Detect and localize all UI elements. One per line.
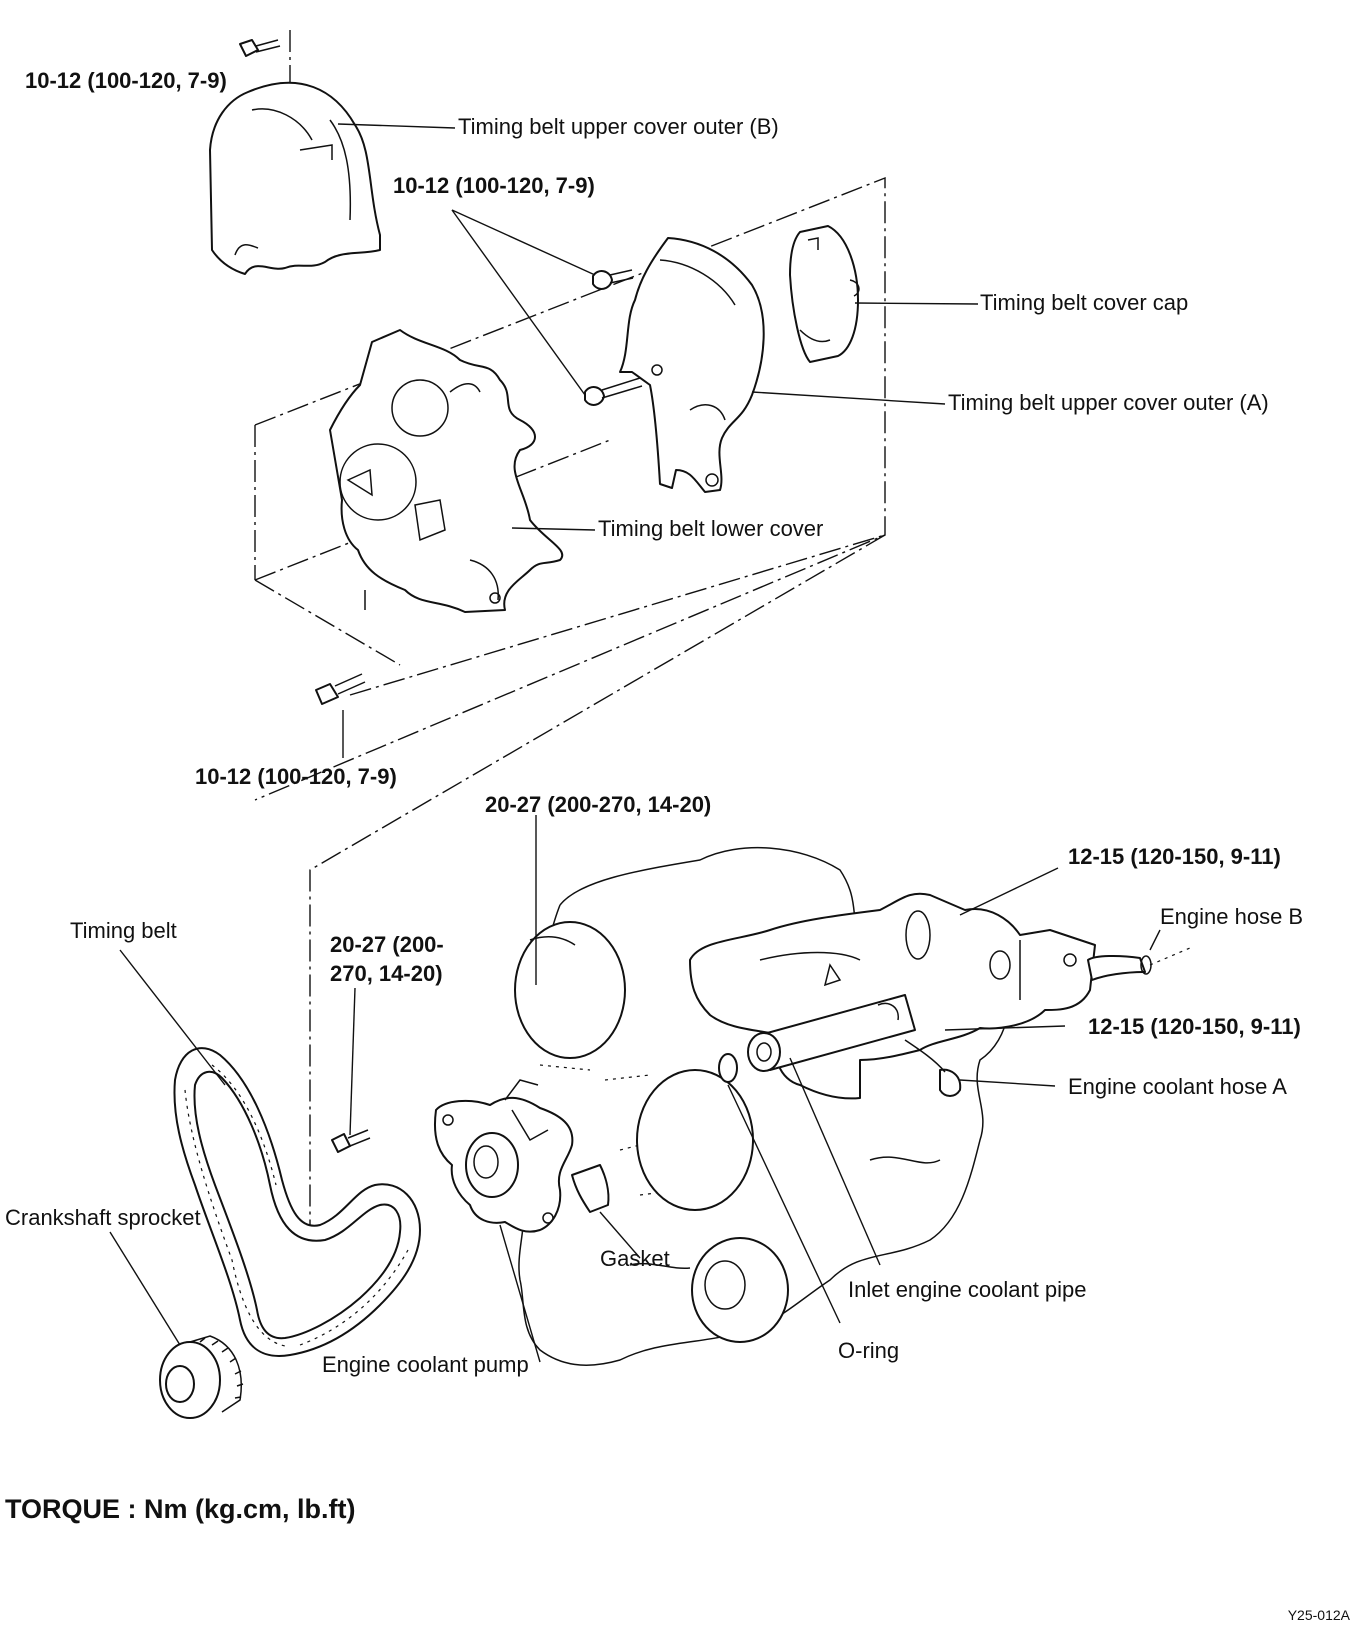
- timing-belt-part: [173, 1047, 421, 1357]
- o-ring-part: [718, 1053, 738, 1083]
- upper-cover-b-part: [209, 81, 381, 275]
- torque-label-manifold-top: 12-15 (120-150, 9-11): [1068, 844, 1281, 869]
- coolant-pump-part: [434, 1079, 574, 1233]
- label-coolant-pump: Engine coolant pump: [322, 1352, 529, 1377]
- crank-pulley-engine: [691, 1237, 789, 1343]
- crankshaft-sprocket-part: [159, 1335, 244, 1419]
- label-timing-belt: Timing belt: [70, 918, 177, 943]
- label-lower-cover: Timing belt lower cover: [598, 516, 823, 541]
- camshaft-pulley-lower: [636, 1069, 754, 1211]
- manifold-part: [689, 892, 1096, 1100]
- torque-label-pump-top: 20-27 (200-270, 14-20): [485, 792, 711, 817]
- torque-label-pump-side-line2: 270, 14-20): [330, 961, 443, 986]
- engine-hose-b-part: [1087, 954, 1152, 981]
- torque-label-lower-cover: 10-12 (100-120, 7-9): [195, 764, 397, 789]
- bolt-lower-cover-icon: [315, 673, 366, 705]
- figure-code: Y25-012A: [1288, 1607, 1351, 1623]
- torque-label-top: 10-12 (100-120, 7-9): [25, 68, 227, 93]
- label-upper-cover-b: Timing belt upper cover outer (B): [458, 114, 779, 139]
- label-o-ring: O-ring: [838, 1338, 899, 1363]
- bolt-upper-a-lower-icon: [584, 377, 643, 406]
- bolt-upper-a-icon: [592, 269, 634, 290]
- torque-label-manifold-mid: 12-15 (120-150, 9-11): [1088, 1014, 1301, 1039]
- torque-units-legend: TORQUE : Nm (kg.cm, lb.ft): [5, 1494, 356, 1524]
- lower-cover-part: [329, 329, 564, 613]
- label-coolant-hose-a: Engine coolant hose A: [1068, 1074, 1287, 1099]
- torque-label-pump-side-line1: 20-27 (200-: [330, 932, 444, 957]
- label-crankshaft-sprocket: Crankshaft sprocket: [5, 1205, 201, 1230]
- label-cover-cap: Timing belt cover cap: [980, 290, 1188, 315]
- label-engine-hose-b: Engine hose B: [1160, 904, 1303, 929]
- label-upper-cover-a: Timing belt upper cover outer (A): [948, 390, 1269, 415]
- leader-lines: [109, 123, 1161, 1363]
- label-inlet-pipe: Inlet engine coolant pipe: [848, 1277, 1087, 1302]
- bolt-top-icon: [239, 39, 281, 57]
- label-gasket: Gasket: [600, 1246, 670, 1271]
- inlet-coolant-pipe-part: [747, 994, 916, 1072]
- gasket-part: [571, 1164, 610, 1213]
- upper-cover-a-part: [619, 237, 765, 493]
- torque-label-upper-a: 10-12 (100-120, 7-9): [393, 173, 595, 198]
- camshaft-pulley-upper: [514, 921, 626, 1059]
- bolt-pump-side-icon: [331, 1129, 371, 1153]
- cover-cap-part: [789, 225, 860, 363]
- coolant-hose-a-part: [904, 1039, 962, 1097]
